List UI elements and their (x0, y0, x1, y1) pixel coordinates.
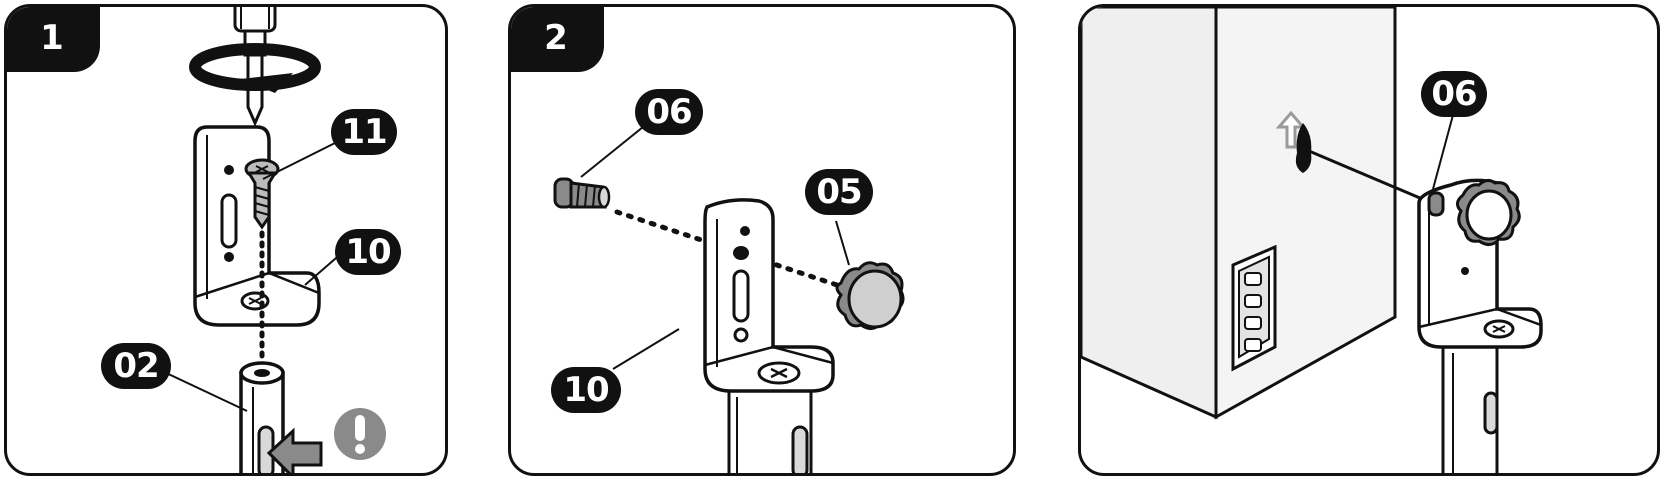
screwdriver-icon (233, 7, 277, 127)
label-02: 02 (101, 343, 171, 389)
step-1-drawing (161, 7, 386, 473)
warning-icon (334, 408, 386, 460)
keyhole-icon (1295, 123, 1312, 173)
knob-05 (1456, 178, 1521, 246)
screw-11 (244, 158, 280, 230)
insert-arrow-icon (266, 427, 323, 473)
bracket-10 (193, 125, 321, 327)
label-11: 11 (331, 109, 397, 155)
bracket-10 (703, 198, 835, 473)
bolt-06 (1427, 191, 1445, 217)
label-06: 06 (1421, 71, 1487, 117)
step-1-panel: 1 (4, 4, 448, 476)
step-3-panel: 3 (1078, 4, 1660, 476)
step-2-panel: 2 (508, 4, 1016, 476)
step-3-drawing (1081, 7, 1543, 473)
step-number-1: 1 (7, 7, 100, 72)
up-arrow-icon (1275, 110, 1307, 149)
bolt-06 (553, 177, 611, 209)
cabinet (1081, 7, 1397, 420)
rotate-arrow-icon (189, 43, 321, 93)
knob-05 (835, 261, 905, 330)
label-05: 05 (805, 169, 873, 215)
label-10: 10 (551, 367, 621, 413)
label-10: 10 (335, 229, 401, 275)
step-number-2: 2 (511, 7, 604, 72)
label-06: 06 (635, 89, 703, 135)
step-2-drawing (553, 126, 905, 473)
